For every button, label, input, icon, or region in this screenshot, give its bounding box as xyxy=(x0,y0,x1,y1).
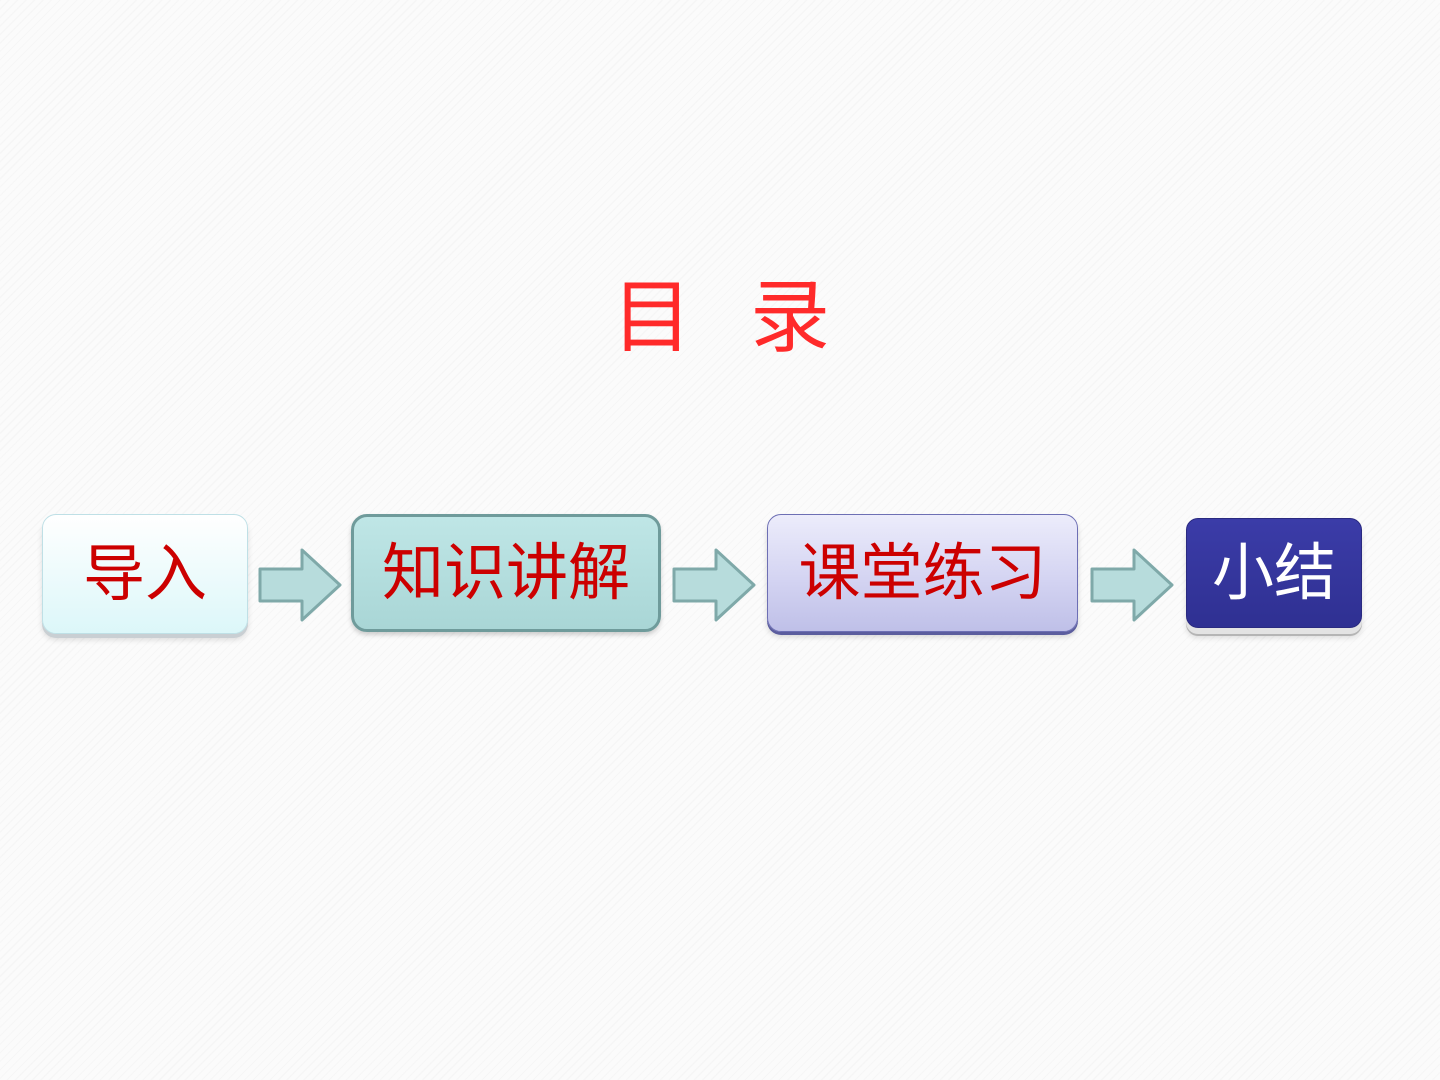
step-label-knowledge: 知识讲解 xyxy=(381,536,630,609)
step-label-exercise: 课堂练习 xyxy=(798,536,1047,609)
right-arrow-icon xyxy=(672,548,756,622)
step-label-intro: 导入 xyxy=(82,537,207,610)
step-box-intro[interactable]: 导入 xyxy=(42,514,248,634)
slide-title: 目录 xyxy=(612,271,888,364)
step-label-summary: 小结 xyxy=(1211,536,1336,609)
right-arrow-icon xyxy=(258,548,342,622)
step-box-knowledge[interactable]: 知识讲解 xyxy=(351,514,661,632)
step-box-summary[interactable]: 小结 xyxy=(1186,518,1362,628)
step-box-exercise[interactable]: 课堂练习 xyxy=(767,514,1078,632)
right-arrow-icon xyxy=(1090,548,1174,622)
